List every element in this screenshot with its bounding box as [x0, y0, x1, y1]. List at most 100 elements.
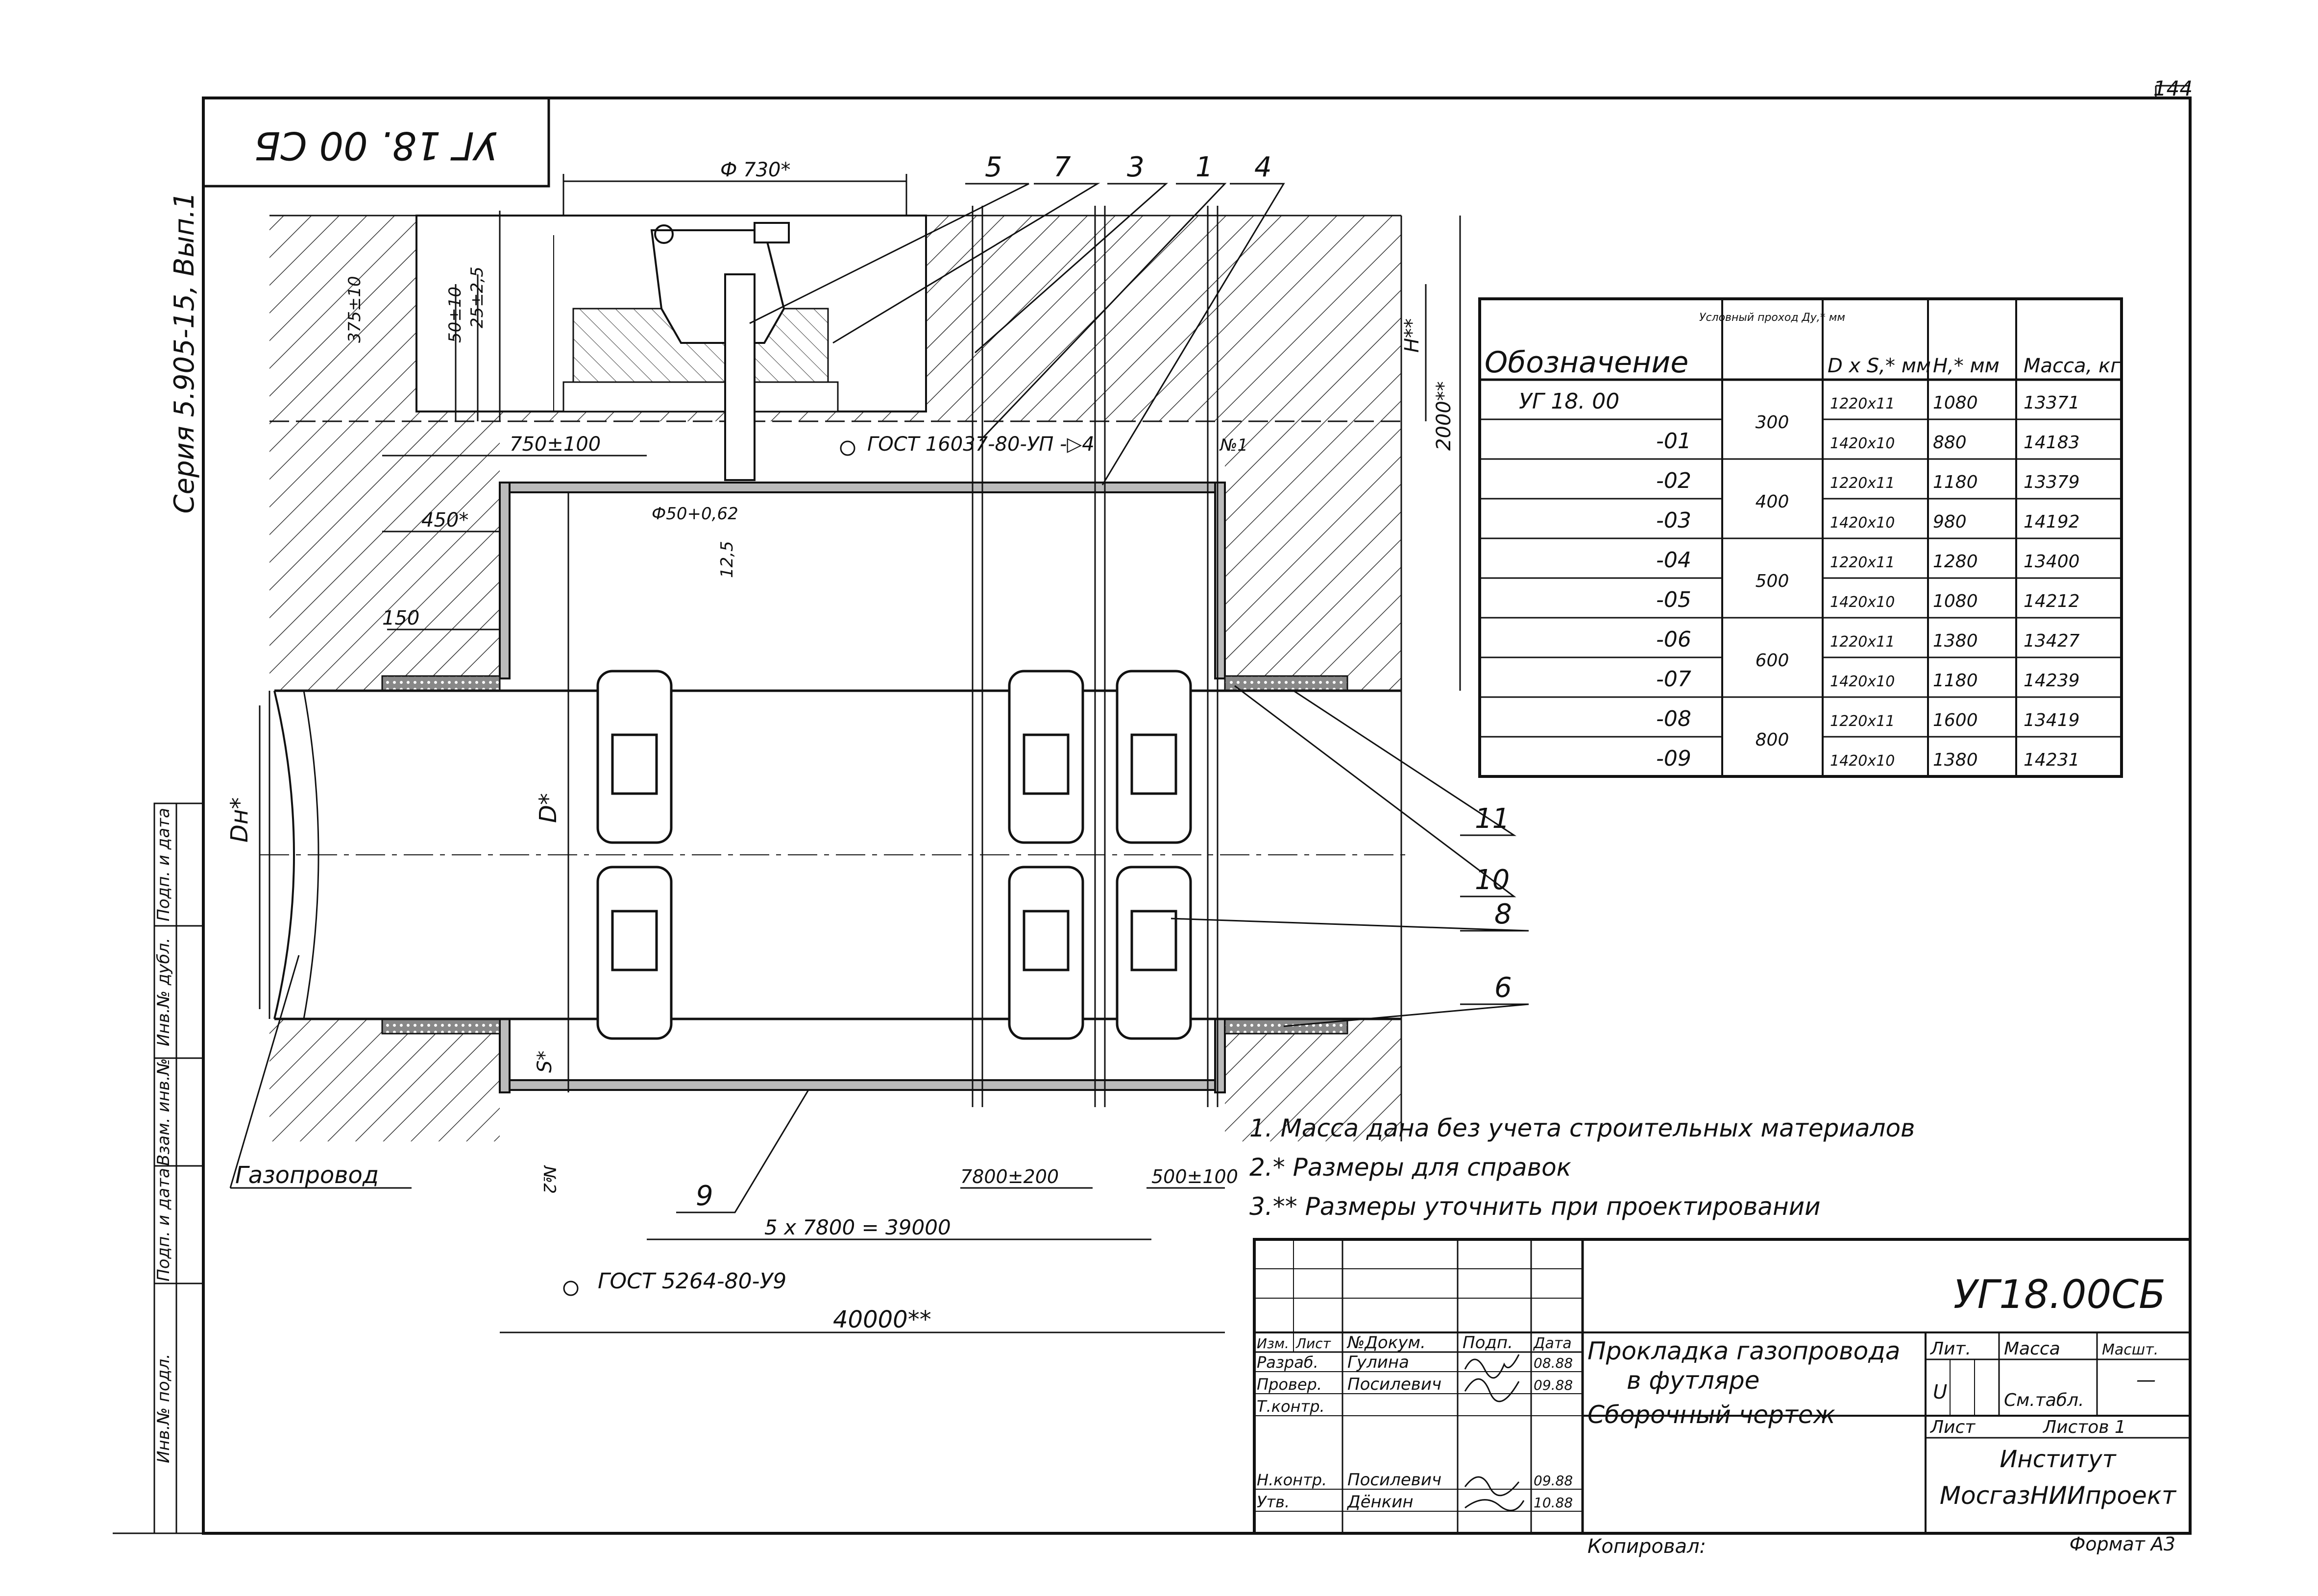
callout-4: 4 — [1254, 151, 1272, 183]
dimension-lines — [259, 174, 1461, 1333]
table-cell: 1280 — [1933, 552, 1978, 572]
table-cell: 1080 — [1933, 591, 1978, 611]
th-du-text: Условный проход Ду,* мм — [1699, 312, 1845, 324]
callout-3: 3 — [1127, 151, 1145, 183]
th-h: H,* мм — [1933, 355, 2000, 377]
pipe-label-group — [229, 955, 412, 1189]
table-cell: 400 — [1756, 492, 1789, 512]
note-3: 3.** Размеры уточнить при проектировании — [1249, 1192, 1821, 1221]
table-cell: 600 — [1756, 651, 1789, 671]
tb-prov-name: Посилевич — [1347, 1375, 1441, 1394]
table-cell: -02 — [1656, 468, 1691, 493]
tb-col-sign: Подп. — [1463, 1333, 1513, 1353]
table-cell: 300 — [1756, 412, 1789, 433]
table-cell: 1220x11 — [1830, 554, 1895, 571]
tb-mass-value: См.табл. — [2004, 1390, 2084, 1410]
tb-format: Формат А3 — [2070, 1533, 2175, 1555]
dim-span5x: 5 x 7800 = 39000 — [764, 1215, 951, 1239]
tb-title-3: Сборочный чертеж — [1587, 1401, 1835, 1429]
callout-10: 10 — [1475, 864, 1510, 896]
dim-50: 50±10 — [445, 287, 465, 343]
dim-750: 750±100 — [510, 433, 601, 456]
tb-org-2: МосгазНИИпроект — [1940, 1481, 2177, 1510]
note-1: 1. Масса дана без учета строительных мат… — [1249, 1114, 1915, 1142]
doc-code-stamp: УГ 18. 00 СБ — [202, 97, 550, 188]
tb-sheet-label: Лист — [1929, 1417, 1976, 1437]
table-cell: -04 — [1656, 548, 1691, 573]
dim-span7800: 7800±200 — [960, 1166, 1059, 1187]
leader-lines — [676, 174, 1529, 1213]
callout-11: 11 — [1475, 803, 1510, 835]
table-cell: 1220x11 — [1830, 633, 1895, 651]
dim-450: 450* — [421, 509, 468, 532]
table-cell: 13371 — [2024, 393, 2080, 413]
tb-col-izm: Изм. — [1257, 1335, 1289, 1352]
th-du: Условный проход Ду,* мм — [1699, 312, 1845, 324]
table-cell: 1420x10 — [1830, 752, 1895, 770]
svg-text:УГ 18. 00 СБ: УГ 18. 00 СБ — [254, 123, 498, 167]
tb-nkontr-role: Н.контр. — [1257, 1471, 1327, 1489]
tb-title-1: Прокладка газопровода — [1587, 1337, 1900, 1365]
table-cell: 1220x11 — [1830, 475, 1895, 492]
table-cell: 1420x10 — [1830, 673, 1895, 690]
dim-total: 40000** — [833, 1306, 931, 1333]
dim-gost-weld-top: ГОСТ 16037-80-УП -▷4 — [867, 433, 1095, 456]
table-cell: 1180 — [1933, 472, 1978, 492]
tb-prov-role: Провер. — [1257, 1375, 1322, 1394]
left-strip-1: Подп. и дата — [154, 808, 173, 921]
tb-nkontr-date: 09.88 — [1534, 1473, 1573, 1489]
callout-1: 1 — [1196, 151, 1213, 183]
dim-25: 25±2,5 — [467, 266, 487, 328]
table-cell: 1080 — [1933, 393, 1978, 413]
dim-h-star: H** — [1401, 318, 1423, 353]
dim-weld-no2: №2 — [539, 1165, 559, 1194]
dim-D: D* — [535, 793, 562, 823]
support-clamp-2 — [1008, 670, 1084, 1040]
tb-scale-value: — — [2136, 1369, 2156, 1391]
sheet-number: 144 — [2153, 76, 2193, 100]
note-2: 2.* Размеры для справок — [1249, 1153, 1571, 1182]
table-cell: 1380 — [1933, 631, 1978, 651]
callout-5: 5 — [985, 151, 1002, 183]
tb-utv-date: 10.88 — [1534, 1495, 1573, 1511]
pipe-label: Газопровод — [235, 1161, 379, 1189]
tb-tkontr-role: Т.контр. — [1257, 1397, 1325, 1416]
table-cell: -01 — [1656, 429, 1691, 454]
left-strip-3: Взам. инв.№ — [154, 1058, 173, 1166]
table-cell: -07 — [1656, 667, 1691, 692]
weld-marker-bottom — [563, 1281, 579, 1296]
weld-marker-top — [840, 440, 855, 456]
tb-mass-label: Масса — [2004, 1339, 2060, 1359]
table-cell: 13400 — [2024, 552, 2080, 572]
table-cell: -03 — [1656, 508, 1691, 533]
table-cell: 500 — [1756, 571, 1789, 591]
callout-9: 9 — [696, 1180, 713, 1212]
table-cell: 1600 — [1933, 710, 1978, 730]
table-cell: 1420x10 — [1830, 435, 1895, 452]
left-strip-4: Подп. и дата — [154, 1168, 173, 1282]
callout-6: 6 — [1494, 972, 1512, 1004]
th-dxs: D x S,* мм — [1828, 355, 1931, 377]
th-designation: Обозначение — [1485, 345, 1688, 380]
table-cell: 14212 — [2024, 591, 2080, 611]
callout-8: 8 — [1494, 898, 1512, 930]
dim-bore: Ф50+0,62 — [652, 504, 738, 524]
tb-org-1: Институт — [2000, 1446, 2117, 1473]
tb-title-2: в футляре — [1627, 1366, 1759, 1395]
dim-150: 150 — [382, 607, 419, 629]
tb-col-list: Лист — [1295, 1335, 1331, 1352]
table-cell: УГ 18. 00 — [1519, 389, 1619, 414]
tb-col-doc: №Докум. — [1346, 1333, 1426, 1353]
dim-diam-top: Ф 730* — [720, 159, 791, 181]
tb-utv-name: Дёнкин — [1346, 1492, 1414, 1512]
table-cell: 14231 — [2024, 750, 2080, 770]
table-cell: 14192 — [2024, 512, 2080, 532]
callout-7: 7 — [1053, 151, 1071, 183]
control-well — [415, 215, 927, 481]
table-cell: 13379 — [2024, 472, 2080, 492]
casing-pipe — [499, 482, 1226, 1093]
table-cell: 1180 — [1933, 671, 1978, 691]
tb-copied: Копировал: — [1587, 1535, 1706, 1558]
